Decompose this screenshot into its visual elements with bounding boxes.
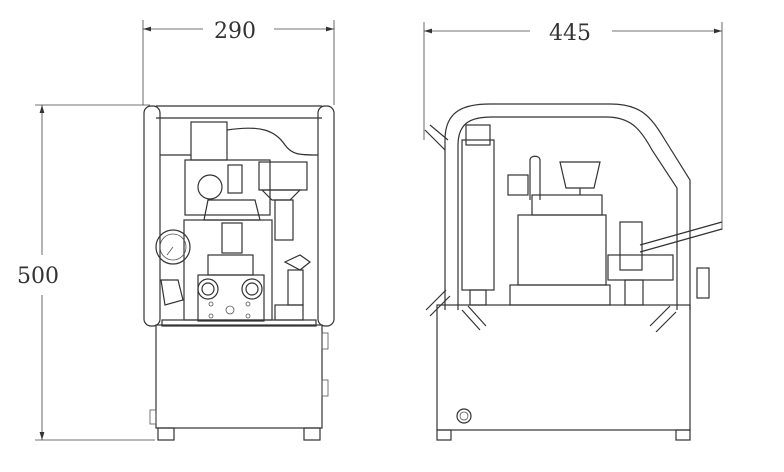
dimension-height-500: 500 bbox=[17, 104, 155, 441]
front-view bbox=[143, 105, 335, 441]
dimension-width-290: 290 bbox=[142, 19, 335, 105]
dimension-label-290: 290 bbox=[214, 19, 256, 44]
side-view bbox=[424, 103, 723, 441]
dimension-label-500: 500 bbox=[17, 264, 59, 289]
dimension-label-445: 445 bbox=[549, 21, 591, 46]
dimension-length-445: 445 bbox=[423, 21, 723, 230]
